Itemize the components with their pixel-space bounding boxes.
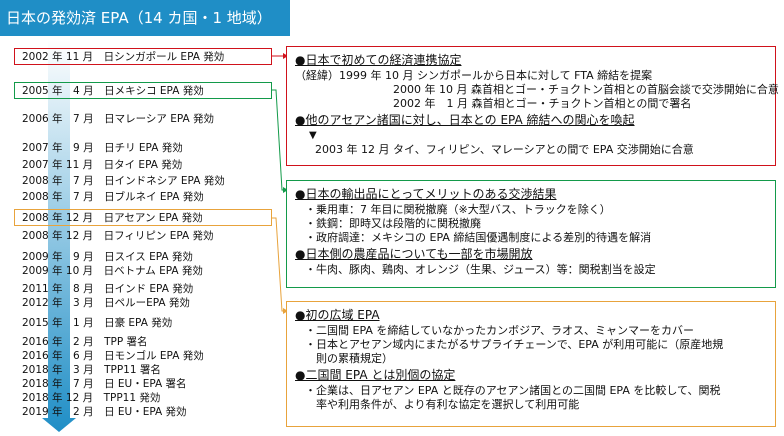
timeline-item: 2009 年 9 月 日スイス EPA 発効 (22, 251, 193, 263)
timeline-item: 2018 年 12 月 TPP11 発効 (22, 392, 161, 404)
timeline-item: 2008 年 7 月 日ブルネイ EPA 発効 (22, 191, 204, 203)
panel-line: （経緯）1999 年 10 月 シンガポールから日本に対して FTA 締結を提案 (295, 69, 653, 82)
panel-heading: ●初の広域 EPA (295, 308, 380, 322)
panel-line: ・乗用車：7 年目に関税撤廃（※大型バス、トラックを除く） (305, 203, 611, 216)
panel-line: 2000 年 10 月 森首相とゴー・チョクトン首相との首脳会談で交渉開始に合意 (393, 83, 779, 96)
timeline-item: 2019 年 2 月 日 EU・EPA 発効 (22, 406, 187, 418)
panel-line: 2003 年 12 月 タイ、フィリピン、マレーシアとの間で EPA 交渉開始に… (315, 143, 694, 156)
panel-heading: ●日本側の農産品についても一部を市場開放 (295, 247, 533, 261)
timeline-item: 2005 年 4 月 日メキシコ EPA 発効 (22, 85, 204, 97)
timeline-item: 2016 年 2 月 TPP 署名 (22, 336, 148, 348)
panel-mexico: ●日本の輸出品にとってメリットのある交渉結果 ・乗用車：7 年目に関税撤廃（※大… (286, 180, 776, 288)
timeline-item: 2007 年 9 月 日チリ EPA 発効 (22, 142, 183, 154)
panel-line: 率や利用条件が、より有利な協定を選択して利用可能 (305, 398, 580, 411)
panel-heading: ●二国間 EPA とは別個の協定 (295, 368, 456, 382)
timeline-item: 2011 年 8 月 日インド EPA 発効 (22, 283, 194, 295)
timeline-item: 2018 年 7 月 日 EU・EPA 署名 (22, 378, 187, 390)
panel-line: ・日本とアセアン域内にまたがるサプライチェーンで、EPA が利用可能に（原産地規 (305, 338, 724, 351)
timeline-item: 2012 年 3 月 日ペルーEPA 発効 (22, 297, 190, 309)
panel-heading: ●日本で初めての経済連携協定 (295, 53, 462, 67)
timeline-item: 2008 年 12 月 日アセアン EPA 発効 (22, 212, 203, 224)
panel-line: 則の累積規定） (305, 352, 393, 365)
panel-heading: ●他のアセアン諸国に対し、日本との EPA 締結への関心を喚起 (295, 113, 635, 127)
down-triangle-icon: ▼ (309, 130, 317, 141)
page-title: 日本の発効済 EPA（14 カ国・1 地域） (0, 0, 290, 36)
highlight-box-mexico (14, 82, 272, 99)
panel-line: ・二国間 EPA を締結していなかったカンボジア、ラオス、ミャンマーをカバー (305, 324, 694, 337)
timeline-item: 2008 年 12 月 日フィリピン EPA 発効 (22, 230, 214, 242)
panel-singapore: ●日本で初めての経済連携協定 （経緯）1999 年 10 月 シンガポールから日… (286, 46, 779, 166)
panel-heading: ●日本の輸出品にとってメリットのある交渉結果 (295, 187, 557, 201)
timeline-item: 2015 年 1 月 日豪 EPA 発効 (22, 317, 173, 329)
timeline-item: 2008 年 7 月 日インドネシア EPA 発効 (22, 175, 225, 187)
highlight-box-singapore (14, 48, 272, 65)
panel-line: 2002 年 1 月 森首相とゴー・チョクトン首相との間で署名 (393, 97, 692, 110)
timeline-item: 2016 年 6 月 日モンゴル EPA 発効 (22, 350, 204, 362)
timeline-item: 2009 年 10 月 日ベトナム EPA 発効 (22, 265, 203, 277)
timeline-item: 2002 年 11 月 日シンガポール EPA 発効 (22, 51, 225, 63)
timeline-item: 2006 年 7 月 日マレーシア EPA 発効 (22, 113, 215, 125)
panel-line: ・政府調達：メキシコの EPA 締結国優遇制度による差別的待遇を解消 (305, 231, 652, 244)
panel-line: ・鉄鋼：即時又は段階的に関税撤廃 (305, 217, 481, 230)
timeline-item: 2018 年 3 月 TPP11 署名 (22, 364, 161, 376)
panel-asean: ●初の広域 EPA ・二国間 EPA を締結していなかったカンボジア、ラオス、ミ… (286, 301, 776, 427)
timeline-item: 2007 年 11 月 日タイ EPA 発効 (22, 159, 183, 171)
panel-line: ・企業は、日アセアン EPA と既存のアセアン諸国との二国間 EPA を比較して… (305, 384, 721, 397)
panel-line: ・牛肉、豚肉、鶏肉、オレンジ（生果、ジュース）等：関税割当を設定 (305, 263, 656, 276)
highlight-box-asean (14, 209, 272, 226)
